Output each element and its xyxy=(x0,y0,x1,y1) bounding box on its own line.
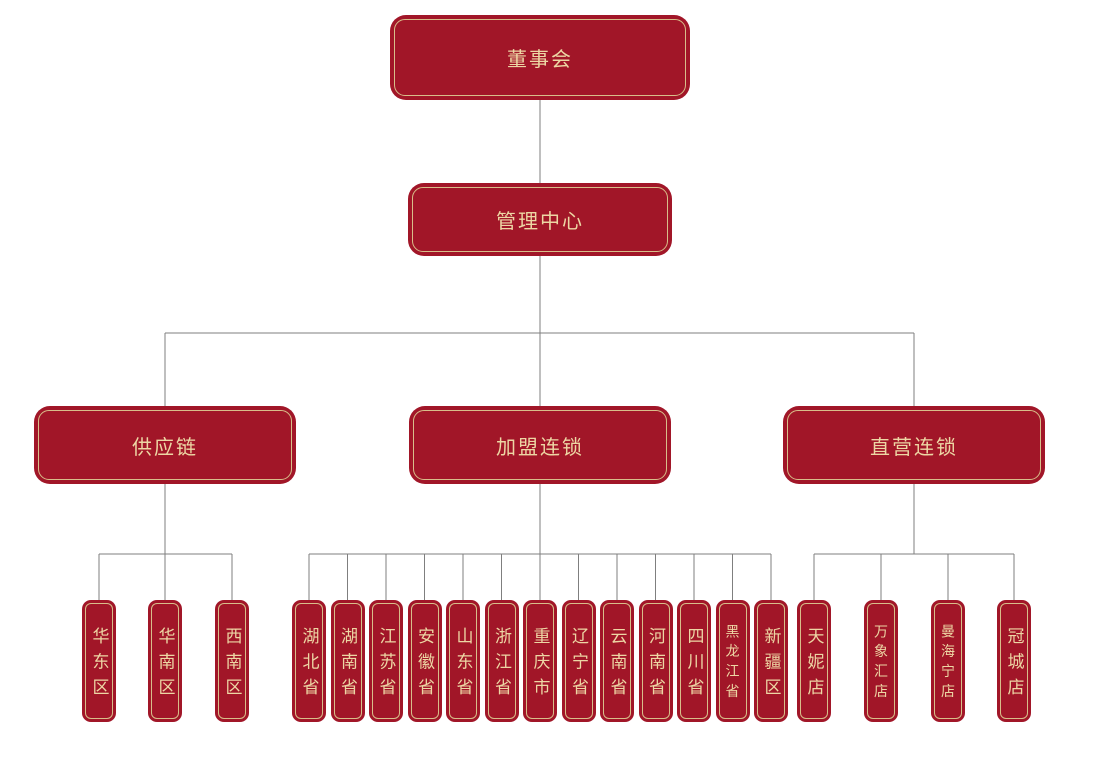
org-node-leaf: 重庆市 xyxy=(523,600,557,722)
org-node-label: 湖南省 xyxy=(338,627,357,704)
org-node-label: 华东区 xyxy=(89,627,109,704)
org-node-leaf: 河南省 xyxy=(638,600,673,722)
org-node-label: 华南区 xyxy=(155,627,175,704)
org-node-leaf: 天妮店 xyxy=(797,600,831,722)
org-node-label: 湖北省 xyxy=(299,627,319,704)
org-node-leaf: 新疆区 xyxy=(754,600,788,722)
org-node-franchise-chain: 加盟连锁 xyxy=(409,406,671,484)
org-node-leaf: 曼海宁店 xyxy=(931,600,965,722)
org-node-leaf: 湖南省 xyxy=(330,600,365,722)
org-node-label: 四川省 xyxy=(684,627,704,704)
org-node-label: 加盟连锁 xyxy=(496,436,584,459)
org-node-label: 供应链 xyxy=(132,436,198,459)
org-node-leaf: 黑龙江省 xyxy=(715,600,750,722)
org-node-board: 董事会 xyxy=(390,15,690,100)
org-node-leaf: 辽宁省 xyxy=(561,600,596,722)
org-node-label: 董事会 xyxy=(507,49,573,71)
org-node-leaf: 冠城店 xyxy=(997,600,1031,722)
org-node-leaf: 云南省 xyxy=(600,600,634,722)
org-node-label: 山东省 xyxy=(453,627,473,704)
org-node-label: 河南省 xyxy=(646,627,665,704)
org-node-label: 云南省 xyxy=(607,627,627,704)
org-node-leaf: 万象汇店 xyxy=(864,600,898,722)
org-node-label: 冠城店 xyxy=(1004,627,1024,704)
org-node-label: 浙江省 xyxy=(492,627,511,704)
org-node-label: 万象汇店 xyxy=(873,624,889,704)
org-node-supply-chain: 供应链 xyxy=(34,406,296,484)
org-node-management-center: 管理中心 xyxy=(408,183,672,256)
org-node-label: 安徽省 xyxy=(415,627,434,704)
org-node-label: 江苏省 xyxy=(376,627,396,704)
org-node-leaf: 浙江省 xyxy=(484,600,519,722)
org-node-leaf: 江苏省 xyxy=(369,600,403,722)
org-node-label: 管理中心 xyxy=(496,211,584,233)
org-node-label: 新疆区 xyxy=(761,627,781,704)
org-node-label: 西南区 xyxy=(222,627,242,704)
org-node-label: 黑龙江省 xyxy=(724,624,741,704)
org-node-leaf: 山东省 xyxy=(446,600,480,722)
org-node-direct-chain: 直营连锁 xyxy=(783,406,1045,484)
org-node-label: 辽宁省 xyxy=(569,627,588,704)
org-node-leaf: 西南区 xyxy=(215,600,249,722)
org-node-leaf: 华东区 xyxy=(82,600,116,722)
org-node-leaf: 华南区 xyxy=(148,600,182,722)
org-node-leaf: 四川省 xyxy=(677,600,711,722)
org-node-leaf: 安徽省 xyxy=(407,600,442,722)
org-node-label: 曼海宁店 xyxy=(940,624,956,704)
org-node-label: 重庆市 xyxy=(530,627,550,704)
org-node-leaf: 湖北省 xyxy=(292,600,326,722)
org-node-label: 天妮店 xyxy=(804,627,824,704)
org-node-label: 直营连锁 xyxy=(870,436,958,459)
